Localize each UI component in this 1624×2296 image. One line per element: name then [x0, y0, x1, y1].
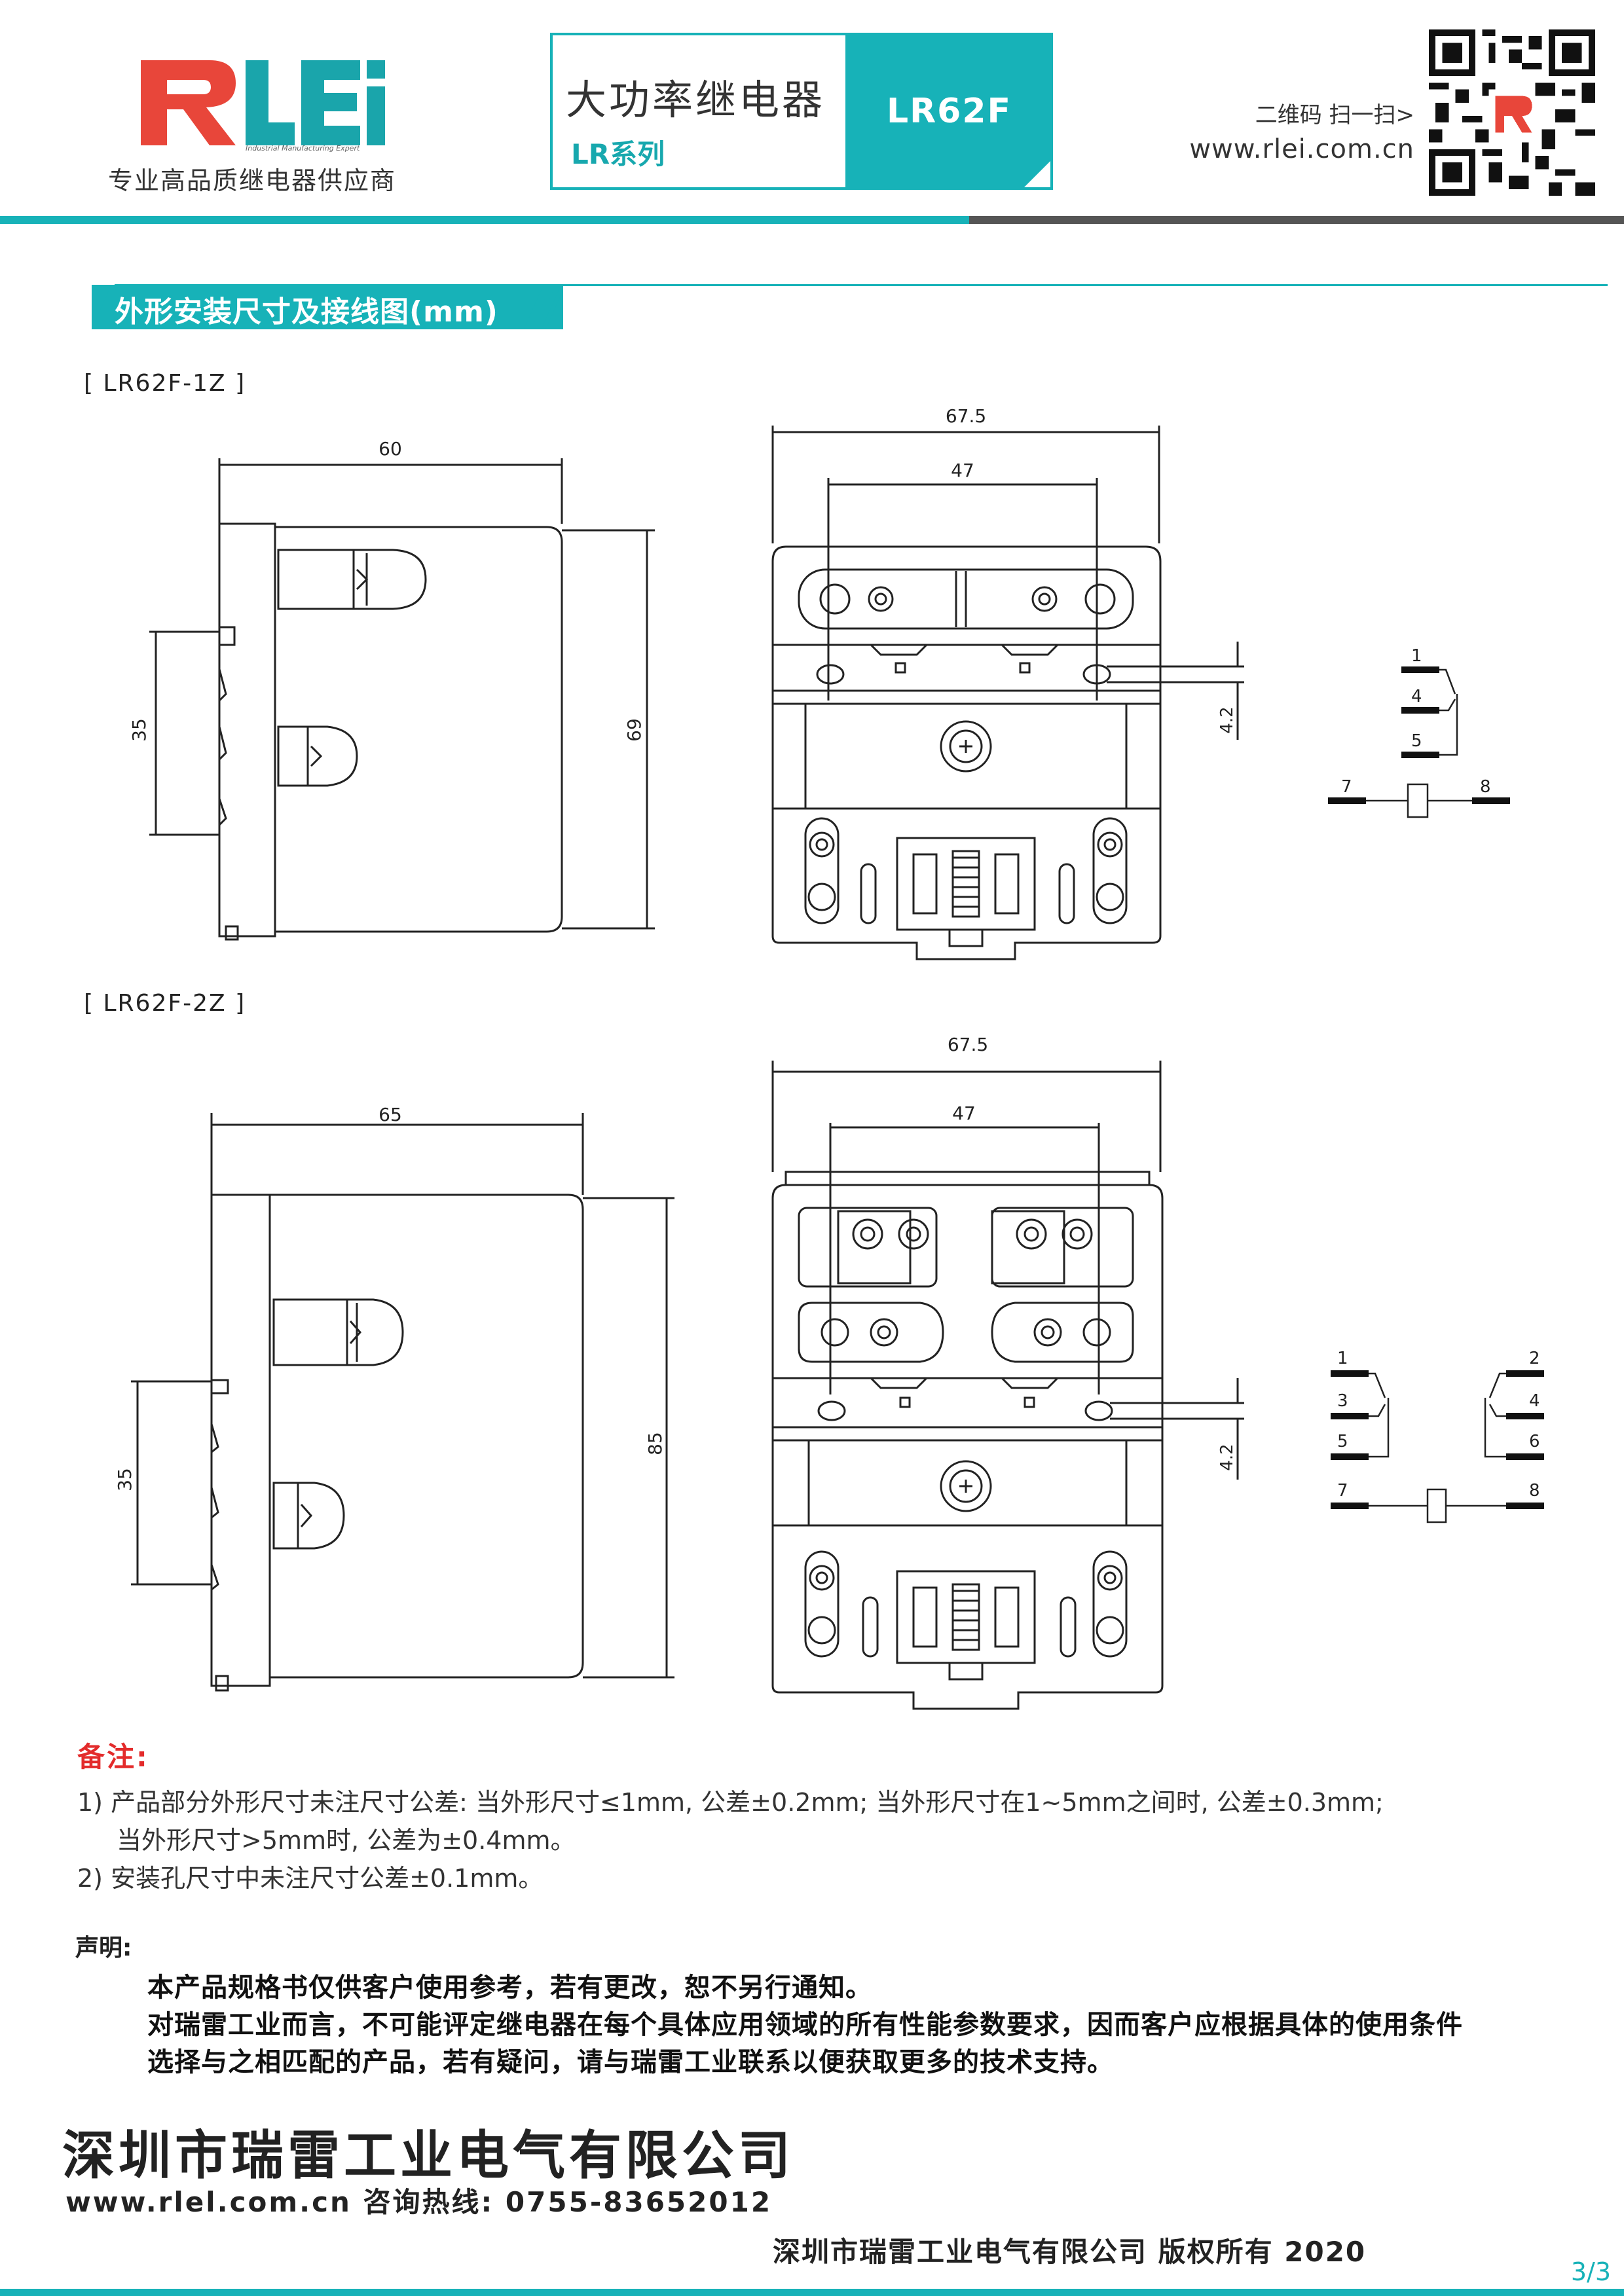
pin-2-2z: 2: [1529, 1349, 1540, 1368]
product-title-box: 大功率继电器 LR系列 LR62F: [550, 33, 1053, 190]
wiring-diagram-2z: 1 3 5 2 4 6 7 8: [1331, 1349, 1544, 1523]
dim-overall-1z: 67.5: [946, 405, 986, 427]
pin-5-2z: 5: [1337, 1432, 1348, 1451]
pin-5-1z: 5: [1411, 731, 1422, 751]
page-number: 3/3: [1570, 2257, 1611, 2286]
front-view-1z: 67.5 47 4.2: [771, 405, 1244, 960]
website-link[interactable]: www.rlei.com.cn: [1189, 134, 1414, 164]
declaration-heading: 声明:: [75, 1935, 132, 1961]
header-divider-dark: [969, 216, 1624, 224]
section-title: 外形安装尺寸及接线图(mm): [115, 295, 498, 329]
wiring-diagram-1z: 1 4 5 7 8: [1328, 646, 1510, 818]
section-rule: [115, 284, 1608, 286]
product-title: 大功率继电器: [566, 76, 826, 124]
section-tab: [92, 285, 563, 329]
declaration-line-3: 选择与之相匹配的产品，若有疑问，请与瑞雷工业联系以便获取更多的技术支持。: [147, 2047, 1114, 2077]
pin-1-2z: 1: [1337, 1349, 1348, 1368]
series-label: LR系列: [571, 138, 665, 170]
note-1-cont: 当外形尺寸>5mm时, 公差为±0.4mm。: [117, 1826, 576, 1855]
dim-offset-2z: 4.2: [1217, 1444, 1237, 1470]
footer-bar: [0, 2289, 1624, 2296]
note-2: 2) 安装孔尺寸中未注尺寸公差±0.1mm。: [77, 1864, 544, 1893]
contact-info[interactable]: www.rlel.com.cn 咨询热线: 0755-83652012: [65, 2186, 773, 2218]
pin-7-1z: 7: [1341, 777, 1352, 797]
model-label: LR62F: [845, 35, 1053, 187]
side-view-1z: 60 35 69: [128, 438, 655, 941]
pin-3-2z: 3: [1337, 1391, 1348, 1411]
front-view-2z: 67.5 47 4.2: [771, 1034, 1244, 1710]
pin-8-1z: 8: [1480, 777, 1491, 797]
model-label-2z: [ LR62F-2Z ]: [84, 990, 246, 1017]
tagline: 专业高品质继电器供应商: [108, 166, 397, 195]
dim-din-1z: 35: [128, 718, 150, 742]
pin-4-1z: 4: [1411, 687, 1422, 706]
pin-8-2z: 8: [1529, 1481, 1540, 1501]
dim-width-1z: 60: [378, 438, 402, 460]
declaration-line-2: 对瑞雷工业而言，不可能评定继电器在每个具体应用领域的所有性能参数要求，因而客户应…: [147, 2010, 1463, 2040]
copyright: 深圳市瑞雷工业电气有限公司 版权所有 2020: [773, 2236, 1367, 2268]
notes-heading: 备注:: [77, 1741, 149, 1773]
dim-din-2z: 35: [114, 1468, 136, 1491]
pin-7-2z: 7: [1337, 1481, 1348, 1501]
declaration-line-1: 本产品规格书仅供客户使用参考，若有更改，恕不另行通知。: [147, 1973, 872, 2003]
pin-4-2z: 4: [1529, 1391, 1540, 1411]
header-divider-accent: [0, 216, 982, 224]
company-name: 深圳市瑞雷工业电气有限公司: [62, 2125, 794, 2186]
model-label-1z: [ LR62F-1Z ]: [84, 370, 246, 397]
svg-text:Industrial Manufacturing Exper: Industrial Manufacturing Expert: [246, 144, 360, 152]
dim-height-1z: 69: [623, 718, 645, 742]
pin-6-2z: 6: [1529, 1432, 1540, 1451]
dim-hole-2z: 47: [952, 1102, 976, 1124]
note-1: 1) 产品部分外形尺寸未注尺寸公差: 当外形尺寸≤1mm, 公差±0.2mm; …: [77, 1788, 1384, 1817]
pin-1-1z: 1: [1411, 646, 1422, 666]
dim-offset-1z: 4.2: [1217, 706, 1237, 733]
side-view-2z: 65 35 85: [114, 1104, 674, 1692]
corner-decoration: [1024, 161, 1050, 187]
dim-width-2z: 65: [378, 1104, 402, 1125]
qr-hint: 二维码 扫一扫>: [1255, 102, 1414, 128]
dim-overall-2z: 67.5: [948, 1034, 988, 1055]
dim-height-2z: 85: [644, 1432, 666, 1455]
qr-code-icon[interactable]: [1429, 29, 1595, 196]
dim-hole-1z: 47: [951, 460, 974, 481]
company-logo: Industrial Manufacturing Expert: [141, 60, 385, 152]
